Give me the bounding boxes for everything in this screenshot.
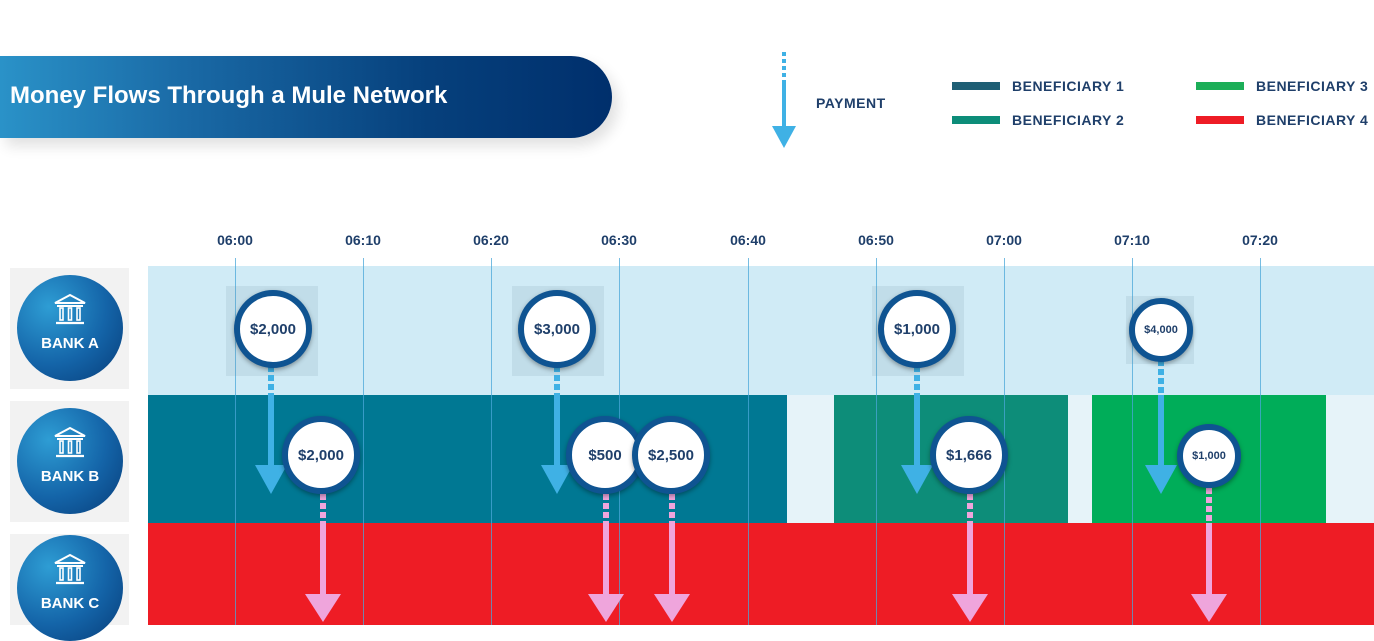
bank-a-payment-node[interactable]: $4,000	[1129, 298, 1193, 362]
legend-payment-label: PAYMENT	[816, 95, 886, 111]
bank-a-payment-node[interactable]: $1,000	[878, 290, 956, 368]
time-tick-0620: 06:20	[473, 232, 509, 248]
gridline	[1260, 258, 1261, 625]
time-tick-0600: 06:00	[217, 232, 253, 248]
gridline	[1132, 258, 1133, 625]
bank-building-icon	[54, 426, 86, 458]
legend-beneficiary-2: BENEFICIARY 2	[952, 112, 1124, 128]
legend-beneficiary-3: BENEFICIARY 3	[1196, 78, 1368, 94]
bank-a-badge: BANK A	[17, 275, 123, 381]
payment-arrow	[255, 366, 287, 494]
time-tick-0720: 07:20	[1242, 232, 1278, 248]
time-tick-0650: 06:50	[858, 232, 894, 248]
bank-building-icon	[54, 293, 86, 325]
time-tick-0700: 07:00	[986, 232, 1022, 248]
legend-label-3: BENEFICIARY 3	[1256, 78, 1369, 94]
bank-b-payment-node[interactable]: $2,000	[282, 416, 360, 494]
payment-legend-arrow-icon	[772, 52, 796, 148]
bank-b-payment-node[interactable]: $1,666	[930, 416, 1008, 494]
bank-c-label: BANK C	[40, 595, 100, 612]
gridline	[491, 258, 492, 625]
legend-beneficiary-1: BENEFICIARY 1	[952, 78, 1124, 94]
bank-building-icon	[54, 553, 86, 585]
time-tick-0610: 06:10	[345, 232, 381, 248]
outflow-arrow	[588, 494, 624, 622]
page-title: Money Flows Through a Mule Network	[10, 82, 448, 109]
time-tick-0640: 06:40	[730, 232, 766, 248]
bank-b-payment-node[interactable]: $2,500	[632, 416, 710, 494]
time-tick-0630: 06:30	[601, 232, 637, 248]
bank-b-label: BANK B	[40, 468, 100, 485]
time-tick-0710: 07:10	[1114, 232, 1150, 248]
payment-arrow	[541, 366, 573, 494]
gridline	[876, 258, 877, 625]
outflow-arrow	[305, 494, 341, 622]
gridline	[363, 258, 364, 625]
legend-swatch-4	[1196, 116, 1244, 124]
bank-b-payment-node[interactable]: $1,000	[1177, 424, 1241, 488]
gridline	[235, 258, 236, 625]
legend-label-4: BENEFICIARY 4	[1256, 112, 1369, 128]
legend-label-2: BENEFICIARY 2	[1012, 112, 1125, 128]
bank-a-payment-node[interactable]: $2,000	[234, 290, 312, 368]
legend-beneficiary-4: BENEFICIARY 4	[1196, 112, 1368, 128]
bank-c-badge: BANK C	[17, 535, 123, 641]
gridline	[748, 258, 749, 625]
legend-swatch-3	[1196, 82, 1244, 90]
title-banner: Money Flows Through a Mule Network	[0, 56, 612, 138]
payment-arrow	[901, 366, 933, 494]
legend-swatch-1	[952, 82, 1000, 90]
flow-arrows	[255, 360, 1227, 622]
outflow-arrow	[952, 494, 988, 622]
legend-label-1: BENEFICIARY 1	[1012, 78, 1125, 94]
legend-swatch-2	[952, 116, 1000, 124]
payment-arrow	[1145, 360, 1177, 494]
bank-a-label: BANK A	[41, 335, 99, 352]
outflow-arrow	[1191, 488, 1227, 622]
outflow-arrow	[654, 494, 690, 622]
bank-c-lane	[148, 523, 1374, 625]
bank-b-badge: BANK B	[17, 408, 123, 514]
bank-a-payment-node[interactable]: $3,000	[518, 290, 596, 368]
